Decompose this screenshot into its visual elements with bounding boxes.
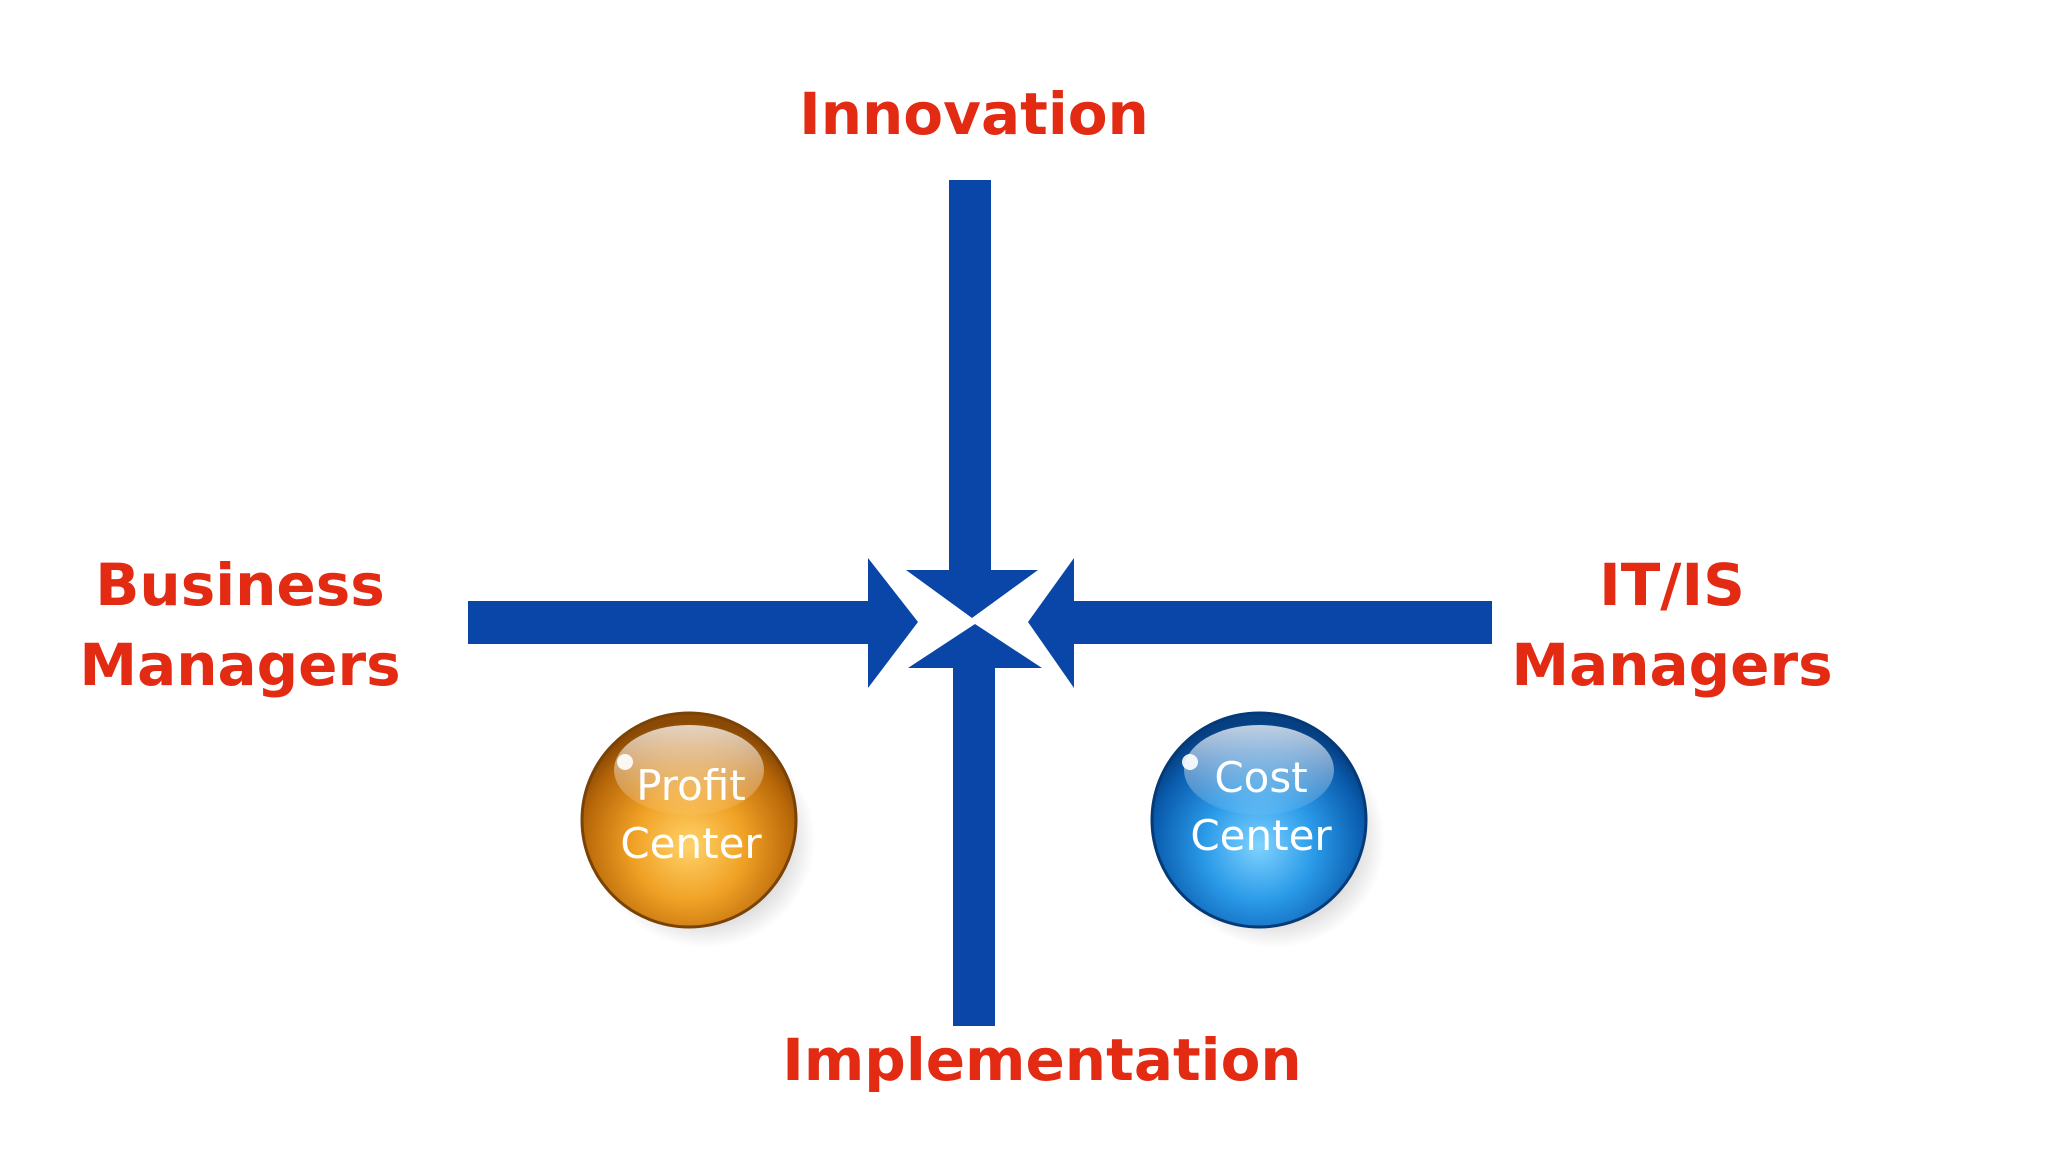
business-managers-line1: Business <box>95 551 385 619</box>
innovation-label: Innovation <box>799 80 1149 148</box>
profit-center-sphere: Profit Center <box>580 711 815 948</box>
profit-sphere-line2: Center <box>620 819 762 868</box>
left-arrow-shaft <box>468 601 878 644</box>
implementation-label: Implementation <box>782 1026 1302 1094</box>
right-arrowhead <box>1028 558 1074 688</box>
right-arrow-shaft <box>1064 601 1492 644</box>
it-is-managers-line1: IT/IS <box>1599 551 1745 619</box>
vertical-axis-lower <box>953 668 995 1026</box>
business-managers-line2: Managers <box>79 631 401 699</box>
it-is-managers-line2: Managers <box>1511 631 1833 699</box>
cost-sphere-line2: Center <box>1190 811 1332 860</box>
cost-sphere-line1: Cost <box>1214 753 1307 802</box>
center-top-wedge <box>906 570 1038 618</box>
left-arrowhead <box>868 558 918 688</box>
profit-sphere-line1: Profit <box>636 761 746 810</box>
business-managers-label: Business Managers <box>40 545 440 705</box>
center-bottom-wedge <box>908 624 1042 668</box>
cost-center-sphere: Cost Center <box>1150 711 1385 948</box>
it-is-managers-label: IT/IS Managers <box>1472 545 1872 705</box>
vertical-axis-upper <box>949 180 991 570</box>
